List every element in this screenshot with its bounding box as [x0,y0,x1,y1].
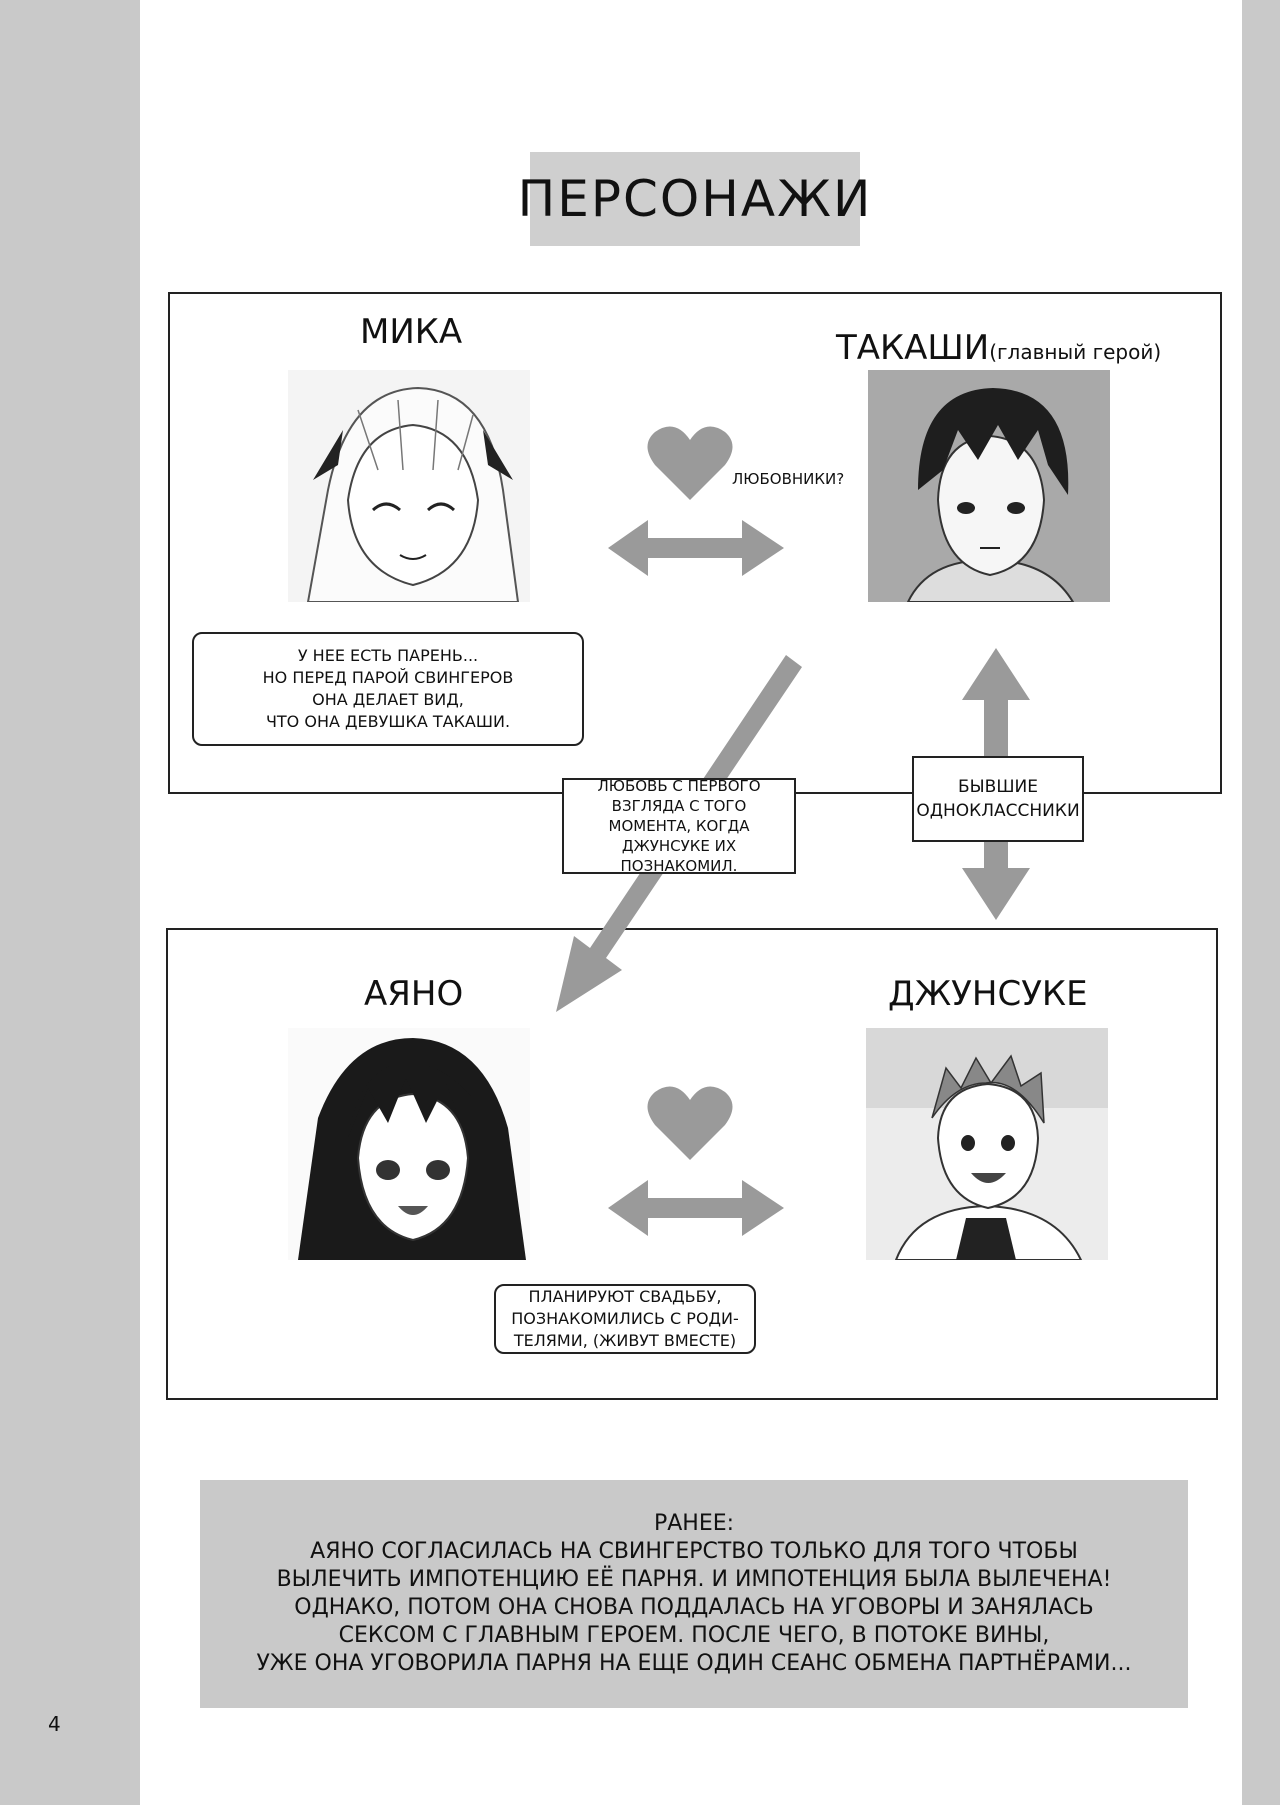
name-junsuke: ДЖУНСУКЕ [888,974,1088,1014]
ayano-drawing [288,1028,530,1260]
mika-note-line: У НЕЕ ЕСТЬ ПАРЕНЬ... [297,646,479,665]
couple-note-line: ПЛАНИРУЮТ СВАДЬБУ, [528,1287,722,1306]
couple-note-line: ТЕЛЯМИ, (ЖИВУТ ВМЕСТЕ) [513,1331,737,1350]
recap-line: РАНЕЕ: [653,1511,735,1536]
classmates-label-line: ОДНОКЛАССНИКИ [916,801,1080,821]
junsuke-drawing [866,1028,1108,1260]
name-ayano: АЯНО [364,974,464,1014]
takashi-drawing [868,370,1110,602]
ayano-junsuke-note: ПЛАНИРУЮТ СВАДЬБУ, ПОЗНАКОМИЛИСЬ С РОДИ-… [494,1284,756,1354]
recap-line: ВЫЛЕЧИТЬ ИМПОТЕНЦИЮ ЕЁ ПАРНЯ. И ИМПОТЕНЦ… [276,1567,1112,1592]
top-panel: МИКА ТАКАШИ(главный герой) ЛЮБОВНИКИ? У … [168,292,1222,794]
recap-line: СЕКСОМ С ГЛАВНЫМ ГЕРОЕМ. ПОСЛЕ ЧЕГО, В П… [338,1623,1050,1648]
couple-note-line: ПОЗНАКОМИЛИСЬ С РОДИ- [511,1309,739,1328]
label-former-classmates: БЫВШИЕ ОДНОКЛАССНИКИ [912,756,1084,842]
classmates-label-line: БЫВШИЕ [958,777,1038,797]
relation-label-lovers: ЛЮБОВНИКИ? [732,470,845,488]
name-takashi-subtitle: (главный герой) [989,340,1162,364]
mika-note-line: НО ПЕРЕД ПАРОЙ СВИНГЕРОВ [262,668,514,687]
portrait-junsuke [866,1028,1108,1260]
love-label-line: ДЖУНСУКЕ ИХ ПОЗНАКОМИЛ. [620,837,738,875]
portrait-takashi [868,370,1110,602]
mika-note-line: ЧТО ОНА ДЕВУШКА ТАКАШИ. [265,712,511,731]
page-title: ПЕРСОНАЖИ [517,170,873,228]
name-mika: МИКА [360,312,463,352]
label-love-at-first-sight: ЛЮБОВЬ С ПЕРВОГО ВЗГЛЯДА С ТОГО МОМЕНТА,… [562,777,796,875]
portrait-ayano [288,1028,530,1260]
name-takashi-main: ТАКАШИ [836,328,990,368]
title-box: ПЕРСОНАЖИ [518,152,870,246]
love-label-line: ВЗГЛЯДА С ТОГО [611,797,747,815]
recap-line: АЯНО СОГЛАСИЛАСЬ НА СВИНГЕРСТВО ТОЛЬКО Д… [310,1539,1078,1564]
recap-box: РАНЕЕ: АЯНО СОГЛАСИЛАСЬ НА СВИНГЕРСТВО Т… [200,1480,1188,1708]
name-takashi: ТАКАШИ(главный герой) [836,328,1161,368]
mika-drawing [288,370,530,602]
recap-line: ОДНАКО, ПОТОМ ОНА СНОВА ПОДДАЛАСЬ НА УГО… [294,1595,1094,1620]
page-number: 4 [48,1712,61,1736]
love-label-line: ЛЮБОВЬ С ПЕРВОГО [597,777,761,795]
portrait-mika [288,370,530,602]
mika-note: У НЕЕ ЕСТЬ ПАРЕНЬ... НО ПЕРЕД ПАРОЙ СВИН… [192,632,584,746]
love-label-line: МОМЕНТА, КОГДА [608,817,750,835]
bottom-panel: АЯНО ДЖУНСУКЕ ПЛАНИРУЮТ СВАДЬБУ, [166,928,1218,1400]
mika-note-line: ОНА ДЕЛАЕТ ВИД, [312,690,464,709]
right-margin-bar [1242,0,1280,1805]
left-margin-bar [0,0,140,1805]
recap-line: УЖЕ ОНА УГОВОРИЛА ПАРНЯ НА ЕЩЕ ОДИН СЕАН… [256,1651,1132,1676]
